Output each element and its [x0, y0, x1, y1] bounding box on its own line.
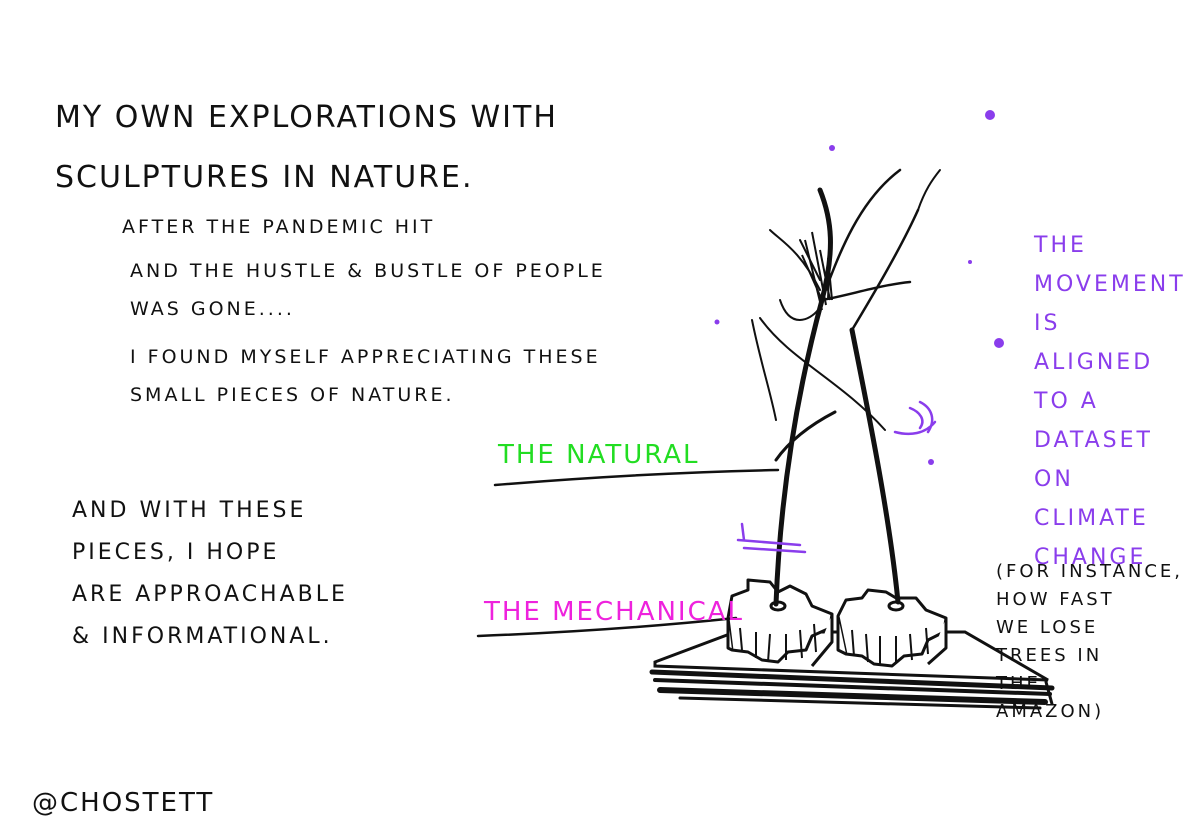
decorative-dots	[714, 110, 1004, 465]
page-title: MY OWN EXPLORATIONS WITH SCULPTURES IN N…	[55, 100, 558, 195]
label-mechanical: THE MECHANICAL	[484, 597, 745, 627]
label-leader-lines	[476, 468, 780, 638]
label-natural: THE NATURAL	[498, 440, 700, 470]
artist-signature: @CHOSTETT	[32, 788, 215, 818]
motion-marks	[736, 400, 937, 554]
grass-tuft	[801, 231, 833, 311]
story-line-pandemic: AFTER THE PANDEMIC HIT	[122, 216, 436, 238]
instance-note: (FOR INSTANCE, HOW FAST WE LOSE TREES IN…	[996, 561, 1184, 722]
movement-note: THE MOVEMENT IS ALIGNED TO A DATASET ON …	[1034, 233, 1186, 570]
closing-statement: AND WITH THESE PIECES, I HOPE ARE APPROA…	[72, 498, 348, 649]
grass-stems	[751, 168, 941, 607]
gear-left-icon	[726, 578, 834, 667]
base-platform	[649, 630, 1055, 710]
story-line-appreciating: I FOUND MYSELF APPRECIATING THESE SMALL …	[130, 346, 601, 406]
story-line-hustle: AND THE HUSTLE & BUSTLE OF PEOPLE WAS GO…	[130, 260, 606, 320]
gear-right-icon	[836, 588, 948, 668]
